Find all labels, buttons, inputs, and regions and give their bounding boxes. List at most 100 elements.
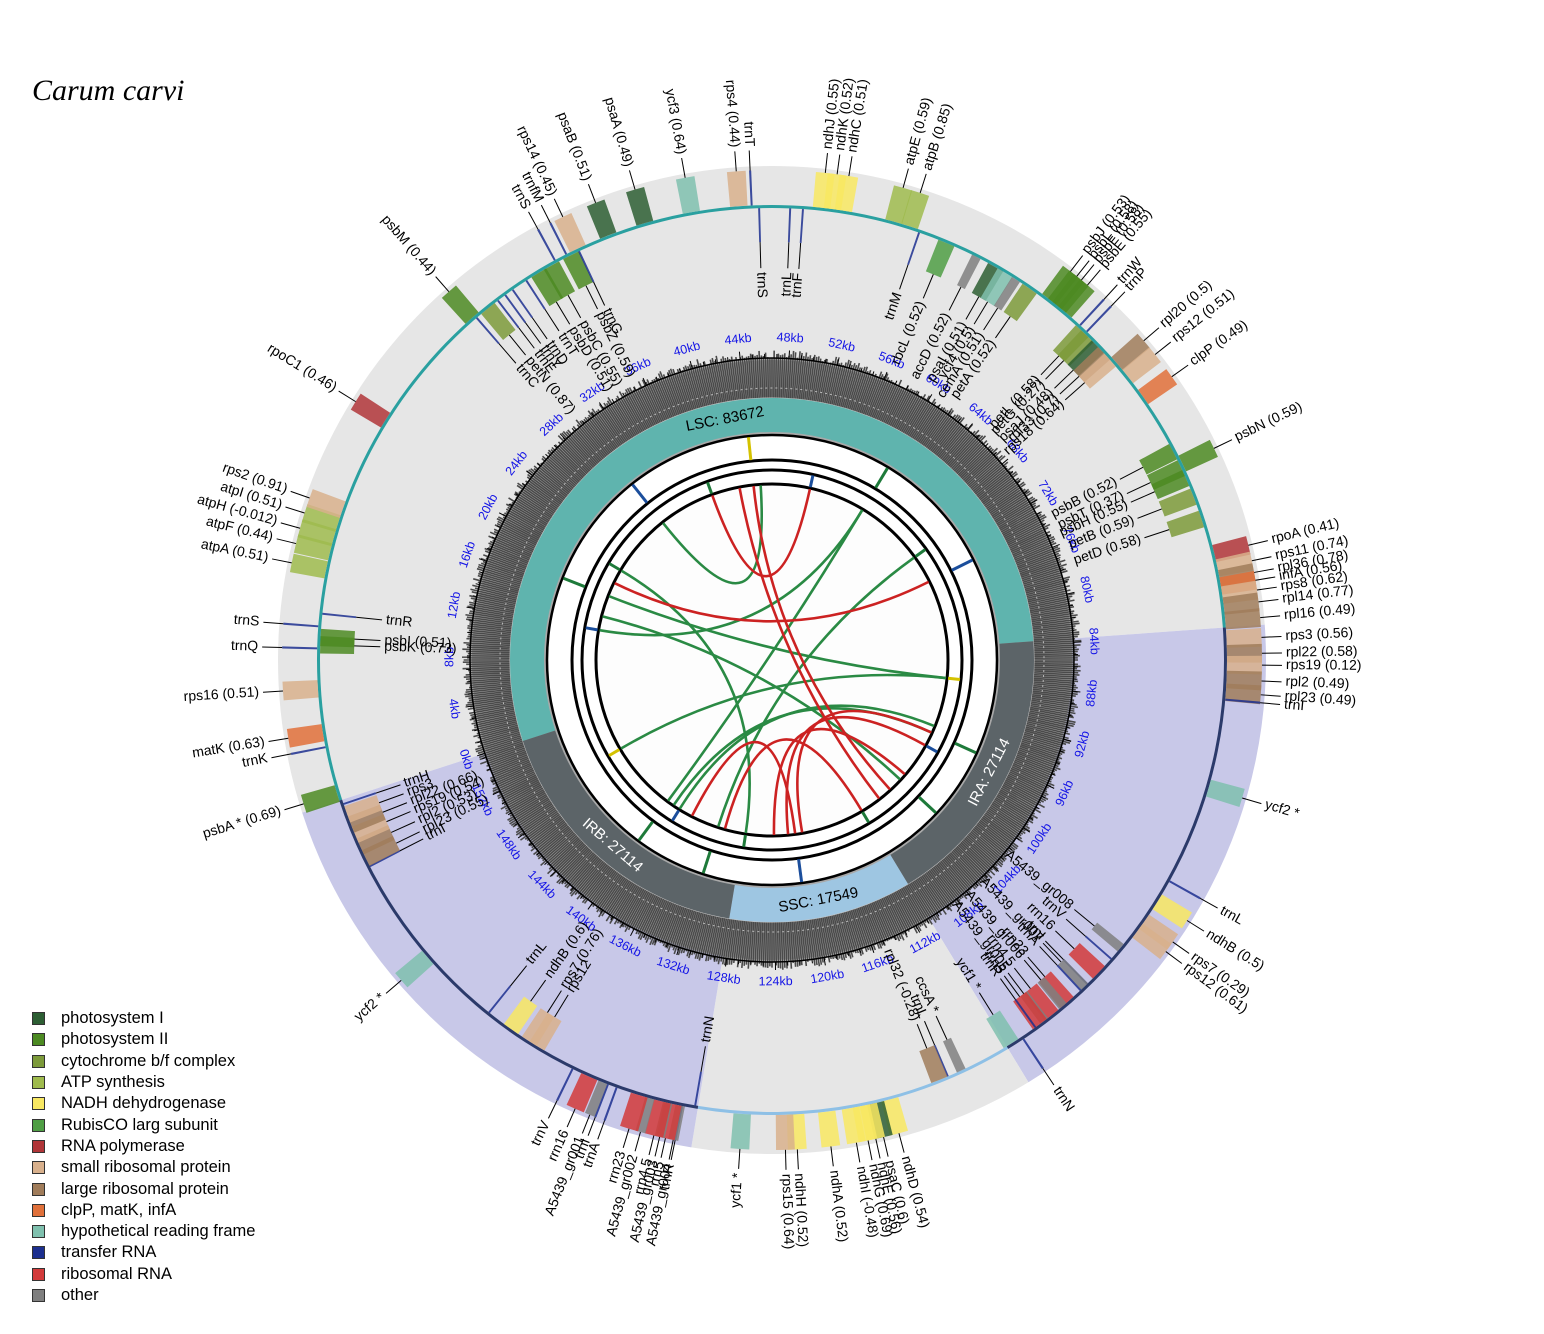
tick-mark <box>498 512 507 518</box>
gene-block <box>1224 608 1261 630</box>
tick-mark <box>689 360 693 369</box>
tick-mark <box>1056 557 1061 560</box>
tick-mark <box>1059 750 1064 753</box>
repeat-mark <box>947 676 961 682</box>
legend-swatch <box>32 1033 45 1047</box>
tick-mark <box>1030 499 1038 505</box>
label-leader <box>875 1138 881 1159</box>
tick-mark <box>486 768 491 771</box>
tick-mark <box>570 887 574 892</box>
tick-label: 92kb <box>1072 729 1093 759</box>
label-leader <box>995 316 1011 339</box>
gene-label: psbA * (0.69) <box>201 802 283 841</box>
gene-block <box>694 1071 702 1106</box>
tick-mark <box>492 790 501 796</box>
label-leader <box>1172 941 1190 954</box>
repeat-link <box>785 716 926 835</box>
tick-label: 80kb <box>1077 575 1097 605</box>
tick-mark <box>544 861 548 866</box>
repeat-link <box>738 487 881 800</box>
label-leader <box>540 204 551 224</box>
label-leader <box>899 264 909 290</box>
label-leader <box>587 1116 596 1136</box>
label-leader <box>1023 959 1042 981</box>
tick-mark <box>859 948 862 953</box>
repeat-core <box>594 482 950 838</box>
label-leader <box>1042 942 1062 963</box>
region-ira <box>890 641 1034 884</box>
legend-swatch <box>32 1289 45 1302</box>
gene-block <box>594 1084 609 1118</box>
label-leader <box>597 1120 606 1140</box>
gene-block <box>1169 880 1201 900</box>
label-leader <box>1076 260 1090 277</box>
label-leader <box>593 281 606 306</box>
label-leader <box>748 150 751 171</box>
tick-mark <box>468 619 473 622</box>
gene-label: ycf2 * <box>1263 796 1302 821</box>
repeat-link <box>662 485 763 585</box>
repeat-mark <box>914 548 927 558</box>
legend-swatch <box>32 1118 45 1132</box>
gene-block <box>749 170 753 206</box>
gene-block <box>525 280 546 310</box>
label-leader <box>1007 972 1025 995</box>
tick-mark <box>667 372 670 377</box>
gene-block <box>1058 279 1095 318</box>
legend-swatch <box>32 1054 45 1068</box>
repeat-mark <box>585 626 598 632</box>
tick-mark <box>517 832 525 839</box>
label-leader <box>290 490 310 499</box>
tick-label: 0kb <box>457 748 477 772</box>
label-leader <box>1087 269 1101 286</box>
tick-mark <box>474 729 479 732</box>
tick-mark <box>689 950 692 955</box>
gene-block <box>549 222 568 255</box>
gene-block <box>1138 369 1178 405</box>
gene-label: trnR <box>656 1162 677 1191</box>
gene-block <box>356 825 395 855</box>
gene-block <box>626 186 654 226</box>
tick-mark <box>633 386 636 391</box>
gene-label: ndhA (0.52) <box>827 1169 852 1243</box>
repeat-link <box>723 738 863 829</box>
tick-mark <box>630 928 635 937</box>
tick-mark <box>870 945 875 953</box>
tick-mark <box>936 912 940 917</box>
tick-mark <box>501 801 506 805</box>
tick-mark <box>904 930 908 935</box>
tick-mark <box>587 902 594 910</box>
legend-item: transfer RNA <box>32 1242 255 1263</box>
gene-block <box>1085 935 1112 960</box>
repeat-mark <box>562 576 586 589</box>
gene-block <box>554 212 586 253</box>
gene-label: trnQ <box>231 637 259 654</box>
gene-block <box>925 239 955 278</box>
label-leader <box>1013 967 1031 989</box>
gene-block <box>620 1092 648 1132</box>
tick-mark <box>491 536 496 540</box>
label-leader <box>524 322 542 344</box>
label-leader <box>528 211 539 230</box>
label-leader <box>585 285 598 310</box>
tick-mark <box>956 898 963 906</box>
label-leader <box>1044 940 1064 960</box>
label-leader <box>978 992 994 1016</box>
legend-label: small ribosomal protein <box>61 1158 231 1177</box>
tick-mark <box>1015 837 1020 841</box>
label-leader <box>354 638 381 641</box>
tick-mark <box>882 940 885 945</box>
tick-mark <box>823 957 826 966</box>
gene-label: rpl16 (0.49) <box>1283 600 1356 622</box>
tick-mark <box>515 493 519 497</box>
tick-mark <box>1023 490 1028 494</box>
gene-block <box>563 251 594 290</box>
legend-swatch <box>32 1012 45 1026</box>
gene-block <box>1122 347 1161 384</box>
tick-mark <box>599 909 604 914</box>
gene-block <box>481 303 516 340</box>
label-leader <box>530 979 547 1002</box>
gene-block <box>511 289 533 319</box>
label-leader <box>1059 375 1080 395</box>
tick-mark <box>957 418 961 423</box>
